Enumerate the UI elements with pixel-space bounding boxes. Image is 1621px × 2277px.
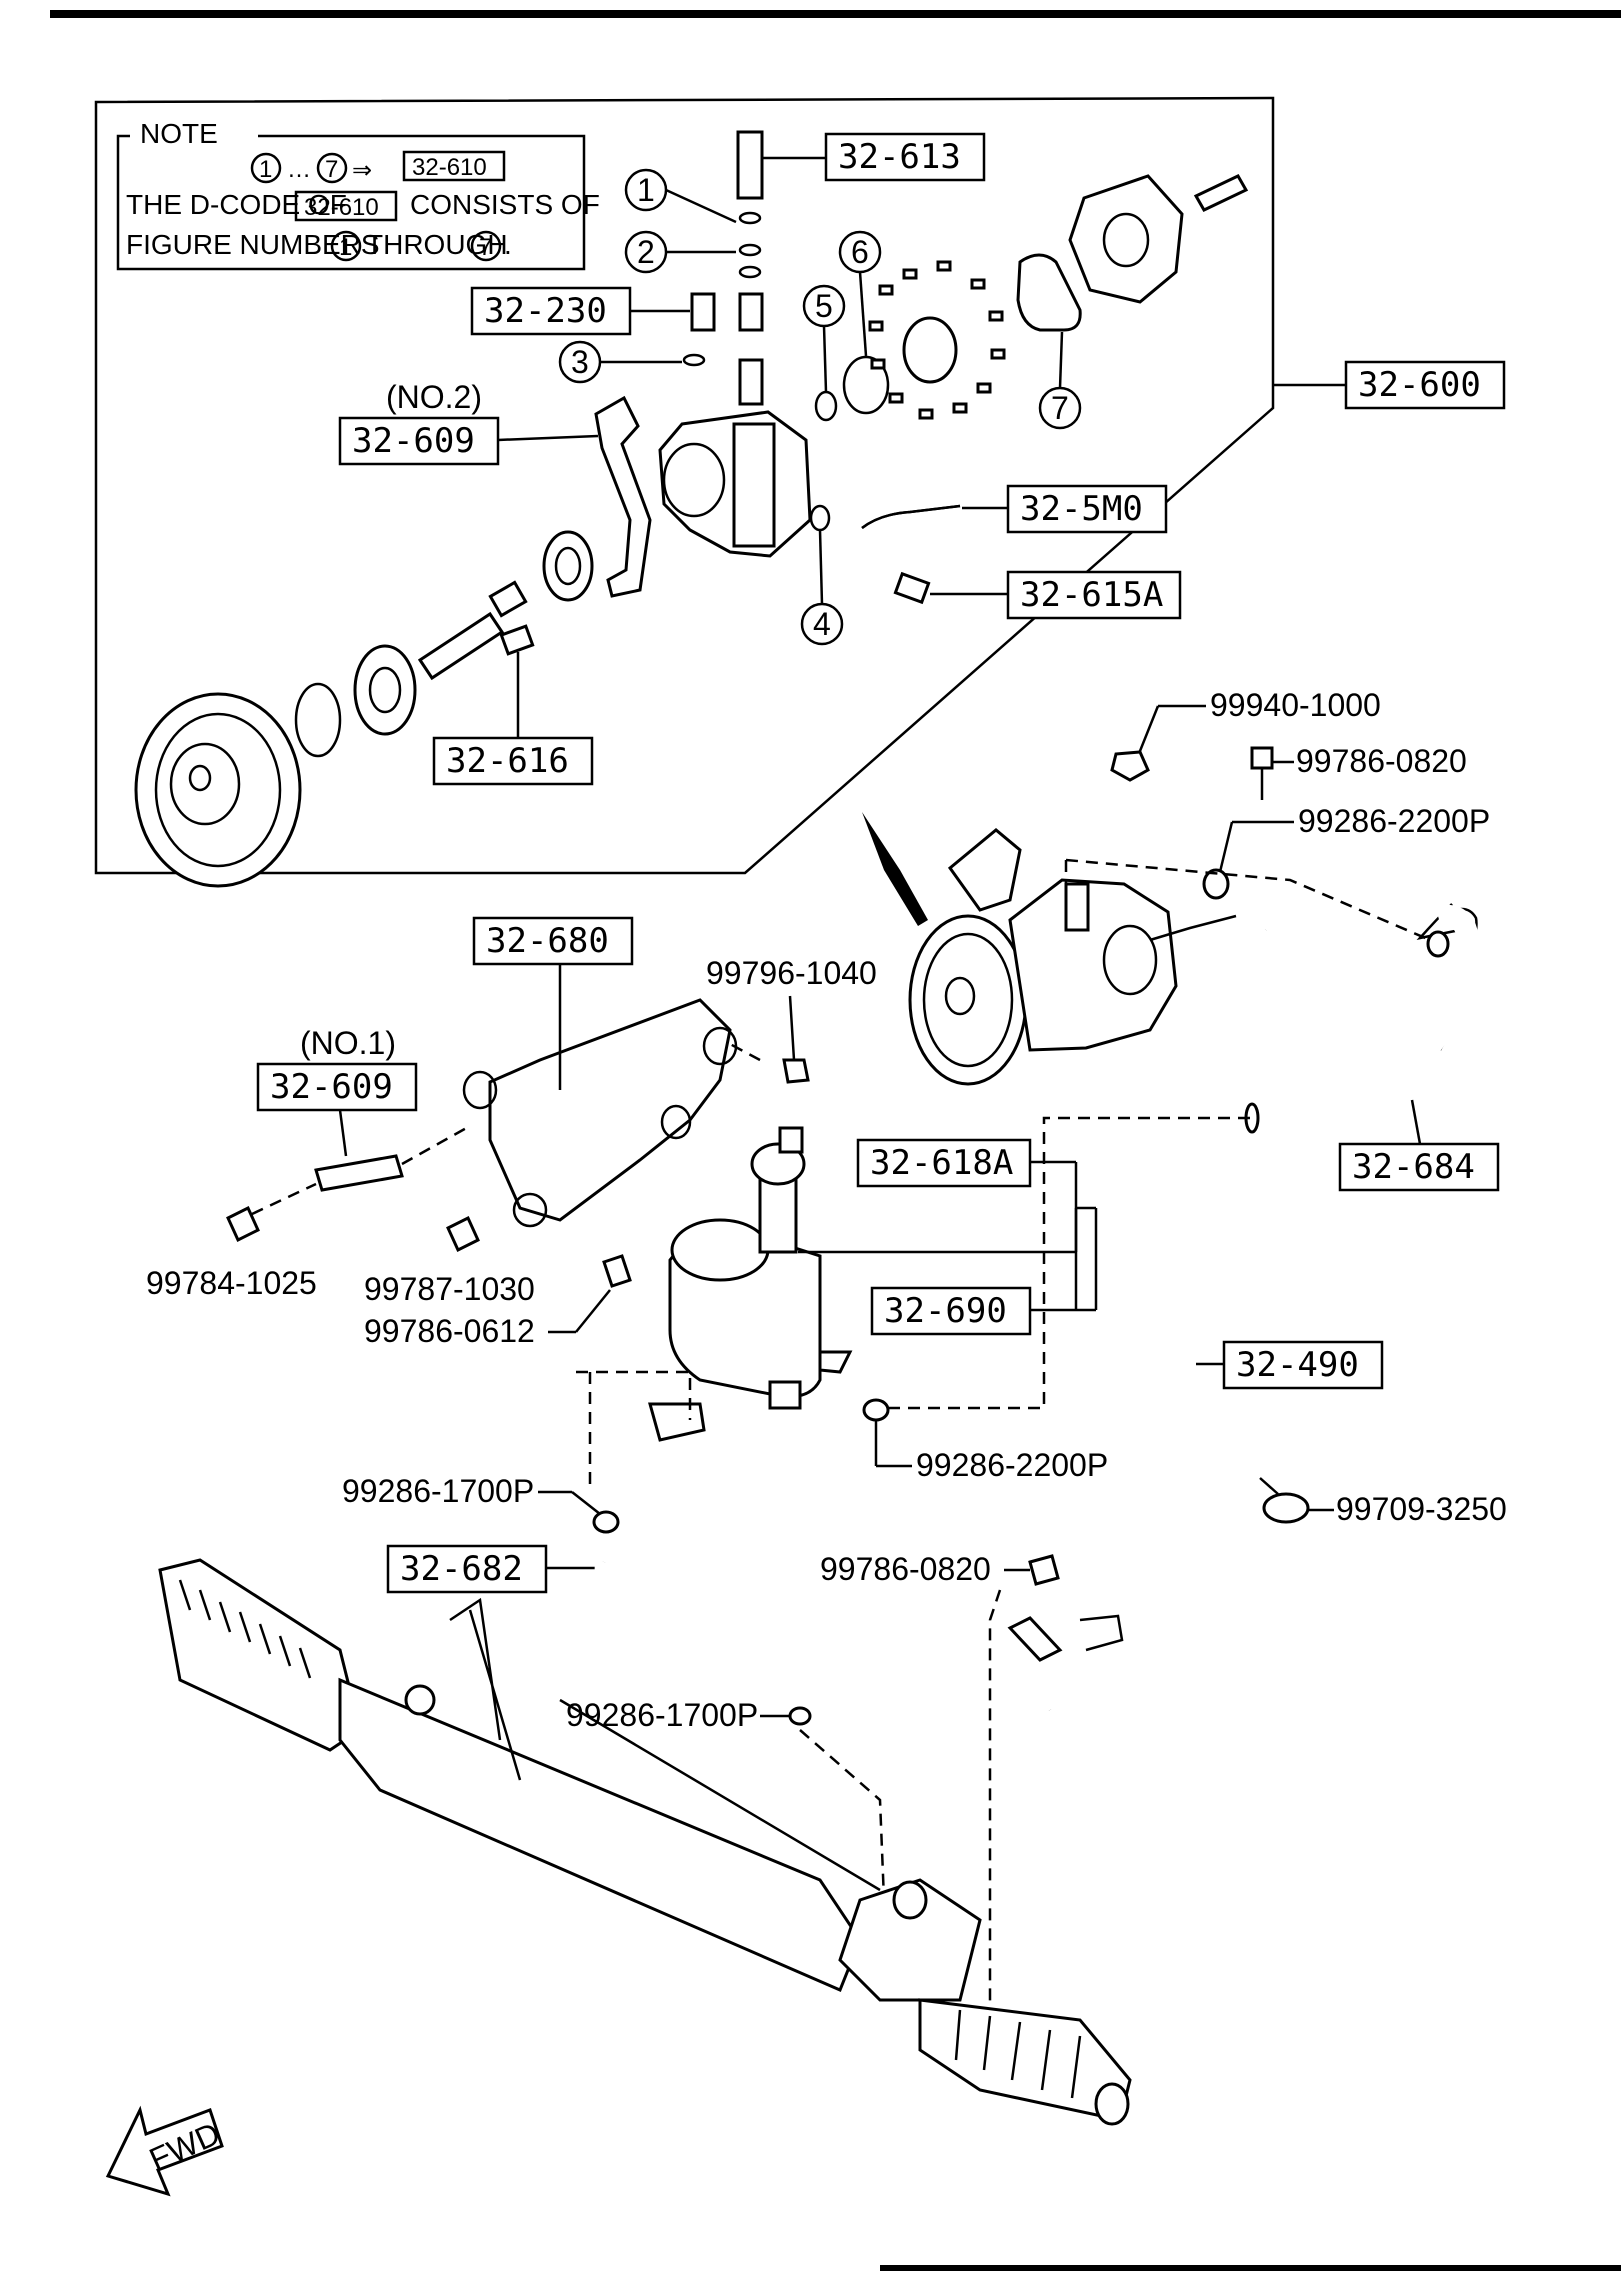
svg-text:32-613: 32-613 — [838, 137, 961, 177]
label-32-490: 32-490 — [1196, 1340, 1384, 1390]
label-32-616: 32-616 — [432, 652, 594, 786]
svg-text:99796-1040: 99796-1040 — [706, 955, 877, 991]
svg-text:99786-0820: 99786-0820 — [1296, 743, 1467, 779]
label-32-618a: 32-618A — [798, 1138, 1078, 1254]
label-99786-0612: 99786-0612 — [364, 1254, 632, 1349]
label-32-615a: 32-615A — [930, 570, 1182, 620]
label-99784-1025: 99784-1025 — [146, 1182, 317, 1301]
svg-text:99787-1030: 99787-1030 — [364, 1271, 535, 1307]
pump-exploded-parts — [134, 130, 1249, 888]
fwd-arrow: FWD — [105, 2105, 225, 2197]
svg-text:99286-1700P: 99286-1700P — [342, 1473, 534, 1509]
svg-text:32-616: 32-616 — [446, 741, 569, 781]
callout-7-number: 7 — [1051, 390, 1069, 426]
svg-text:32-600: 32-600 — [1358, 365, 1481, 405]
callout-2-number: 2 — [637, 234, 655, 270]
label-99709-3250: 99709-3250 — [1259, 1477, 1507, 1527]
svg-text:99940-1000: 99940-1000 — [1210, 687, 1381, 723]
svg-text:99286-1700P: 99286-1700P — [566, 1697, 758, 1733]
note-range-arrow: ⇒ — [352, 157, 372, 184]
svg-text:32-684: 32-684 — [1352, 1147, 1475, 1187]
svg-text:99709-3250: 99709-3250 — [1336, 1491, 1507, 1527]
note-line2-b: THROUGH — [366, 229, 508, 260]
steering-gear-rack — [158, 1558, 1132, 2126]
group-pointer-arrow — [862, 812, 928, 926]
svg-text:32-680: 32-680 — [486, 921, 609, 961]
callouts: 1 2 3 4 5 6 7 — [558, 168, 1082, 646]
label-32-680: 32-680 — [472, 916, 634, 1090]
note-line1-a: THE D-CODE OF — [126, 189, 347, 220]
svg-text:32-609: 32-609 — [352, 421, 475, 461]
note-range-to: 7 — [325, 156, 338, 183]
label-99786-0820-top: 99786-0820 — [1250, 743, 1467, 800]
note-range-from: 1 — [259, 156, 272, 183]
svg-text:32-615A: 32-615A — [1020, 575, 1163, 615]
note-line2-from: 1 — [339, 234, 352, 261]
note-line1-code: 32-610 — [304, 194, 379, 221]
callout-1-number: 1 — [637, 172, 655, 208]
note-line2-to: 7 — [479, 234, 492, 261]
svg-text:99286-2200P: 99286-2200P — [916, 1447, 1108, 1483]
callout-5-number: 5 — [815, 288, 833, 324]
svg-text:32-618A: 32-618A — [870, 1143, 1013, 1183]
svg-text:32-609: 32-609 — [270, 1067, 393, 1107]
qualifier-no2: (NO.2) — [386, 379, 482, 415]
label-32-690: 32-690 — [870, 1206, 1098, 1336]
label-99286-2200p-top: 99286-2200P — [1202, 803, 1490, 900]
callout-4-number: 4 — [813, 606, 831, 642]
callout-6-number: 6 — [851, 234, 869, 270]
label-32-5m0: 32-5M0 — [962, 484, 1168, 534]
svg-text:99786-0612: 99786-0612 — [364, 1313, 535, 1349]
svg-text:32-230: 32-230 — [484, 291, 607, 331]
svg-text:99784-1025: 99784-1025 — [146, 1265, 317, 1301]
label-99796-1040: 99796-1040 — [706, 955, 877, 1084]
note-range-dots: … — [287, 156, 311, 183]
reservoir-assembly — [648, 1126, 853, 1442]
label-32-609-no1: 32-609 — [256, 1062, 471, 1192]
svg-text:99786-0820: 99786-0820 — [820, 1551, 991, 1587]
label-99786-0820-low: 99786-0820 — [820, 1551, 1060, 1587]
label-99286-1700p-low: 99286-1700P — [566, 1697, 812, 1733]
note-range-code: 32-610 — [412, 154, 487, 181]
bracket-32-680 — [462, 998, 738, 1228]
label-32-684: 32-684 — [1338, 1099, 1500, 1192]
svg-text:32-682: 32-682 — [400, 1549, 523, 1589]
svg-text:32-690: 32-690 — [884, 1291, 1007, 1331]
label-99787-1030: 99787-1030 — [364, 1215, 535, 1307]
qualifier-no1: (NO.1) — [300, 1025, 396, 1061]
label-32-230: 32-230 — [470, 286, 690, 336]
pressure-hose-fitting — [1007, 1614, 1124, 1662]
note-box: NOTE 1 … 7 ⇒ 32-610 THE D-CODE OF 32-610… — [116, 116, 600, 271]
svg-text:32-490: 32-490 — [1236, 1345, 1359, 1385]
label-32-609-no2: 32-609 — [338, 416, 599, 466]
note-title: NOTE — [140, 118, 218, 149]
label-99940-1000: 99940-1000 — [1110, 687, 1381, 782]
svg-text:32-5M0: 32-5M0 — [1020, 489, 1143, 529]
vane-set — [868, 260, 1006, 420]
pump-group-outline — [94, 96, 1275, 875]
label-32-682: 32-682 — [386, 1544, 600, 1594]
label-32-600: 32-600 — [1273, 360, 1506, 410]
svg-text:99286-2200P: 99286-2200P — [1298, 803, 1490, 839]
assembled-pump — [908, 828, 1237, 1086]
label-99286-2200p-mid: 99286-2200P — [862, 1398, 1108, 1483]
label-99286-1700p-left: 99286-1700P — [342, 1473, 620, 1534]
callout-3-number: 3 — [571, 344, 589, 380]
note-line2-end: . — [504, 229, 512, 260]
label-32-613: 32-613 — [762, 132, 986, 182]
note-line1-b: CONSISTS OF — [410, 189, 600, 220]
